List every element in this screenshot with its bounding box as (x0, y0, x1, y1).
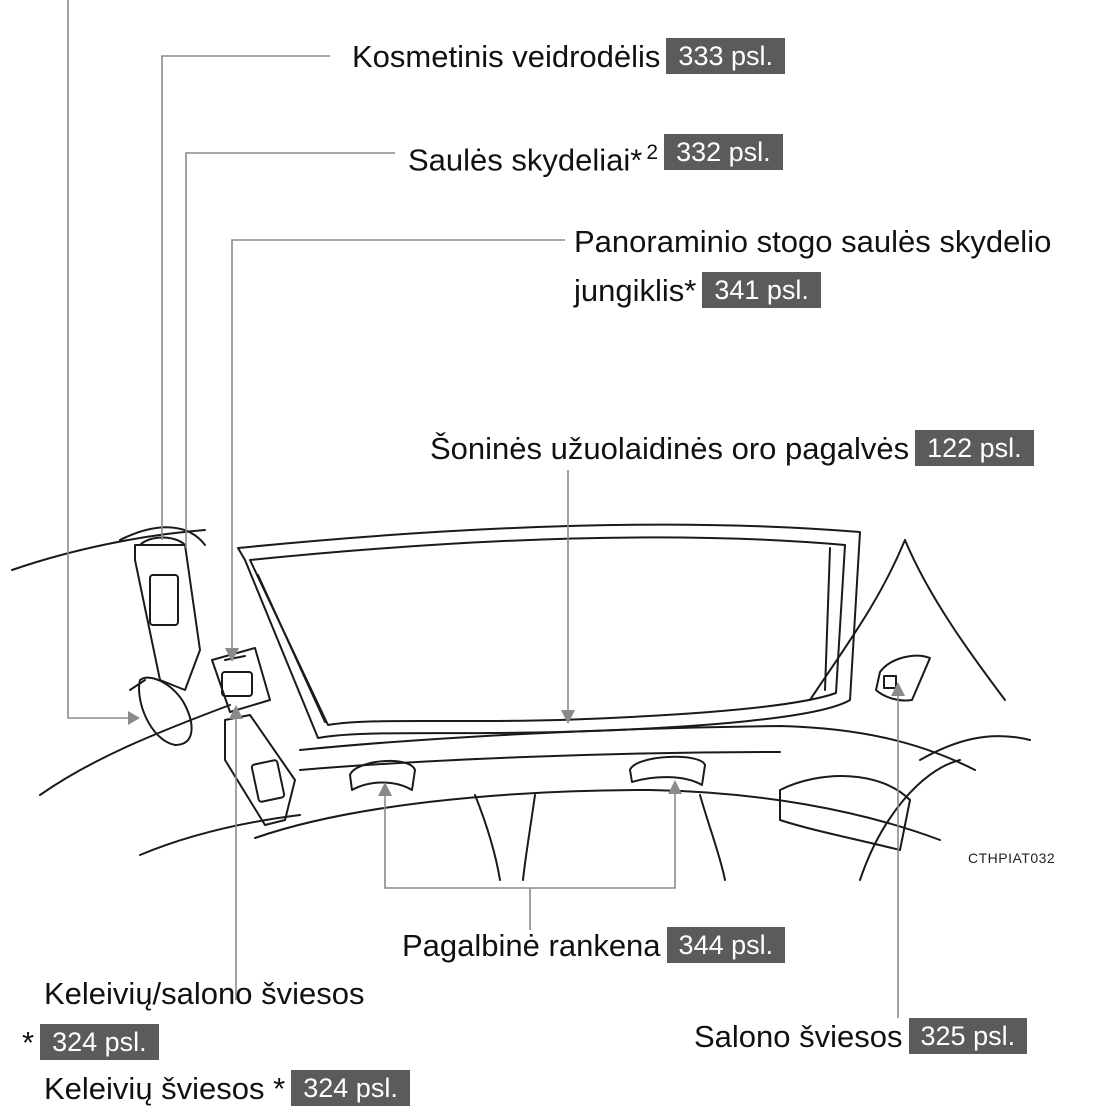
page-badge: 333 psl. (666, 38, 785, 74)
callout-text: Saulės skydeliai (408, 142, 630, 177)
callout-text: jungiklis (574, 273, 684, 308)
vanity-mirror-shape (150, 575, 178, 625)
sun-visor-upper (135, 545, 200, 690)
assist-grip-right (630, 757, 705, 785)
callout-panoramic-switch-line2: jungiklis*341 psl. (574, 272, 821, 310)
arrow-head (668, 780, 682, 794)
callout-text: Keleivių šviesos (44, 1071, 265, 1106)
callout-passenger-interior-lights-line2: *324 psl. (22, 1024, 159, 1062)
windshield-header (12, 530, 205, 570)
image-code: CTHPIAT032 (968, 850, 1055, 866)
callout-panoramic-switch-line1: Panoraminio stogo saulės skydelio (574, 223, 1051, 261)
page-badge: 325 psl. (909, 1018, 1028, 1054)
callout-text: Keleivių/salono šviesos (44, 976, 365, 1011)
footnote-mark: * (273, 1071, 285, 1106)
footnote-mark: * (22, 1025, 34, 1060)
footnote-mark: * (684, 273, 696, 308)
callout-passenger-interior-lights-line1: Keleivių/salono šviesos (44, 975, 365, 1013)
callout-text: Šoninės užuolaidinės oro pagalvės (430, 431, 909, 466)
arrow-head (378, 782, 392, 796)
arrow-head (561, 710, 575, 724)
page-badge: 344 psl. (667, 927, 786, 963)
page-badge: 324 psl. (291, 1070, 410, 1106)
callout-text: Salono šviesos (694, 1019, 903, 1054)
footnote-superscript: 2 (646, 141, 658, 164)
page-badge: 324 psl. (40, 1024, 159, 1060)
callout-passenger-lights: Keleivių šviesos *324 psl. (44, 1070, 410, 1108)
arrow-head (128, 711, 140, 725)
page-badge: 341 psl. (702, 272, 821, 308)
callout-text: Kosmetinis veidrodėlis (352, 39, 660, 74)
page-badge: 122 psl. (915, 430, 1034, 466)
rear-view-mirror (139, 678, 192, 745)
callout-sun-visors: Saulės skydeliai*2 332 psl. (408, 134, 783, 179)
footnote-mark: * (630, 142, 642, 177)
callout-text: Panoraminio stogo saulės skydelio (574, 224, 1051, 259)
callout-text: Pagalbinė rankena (402, 928, 661, 963)
page-badge: 332 psl. (664, 134, 783, 170)
